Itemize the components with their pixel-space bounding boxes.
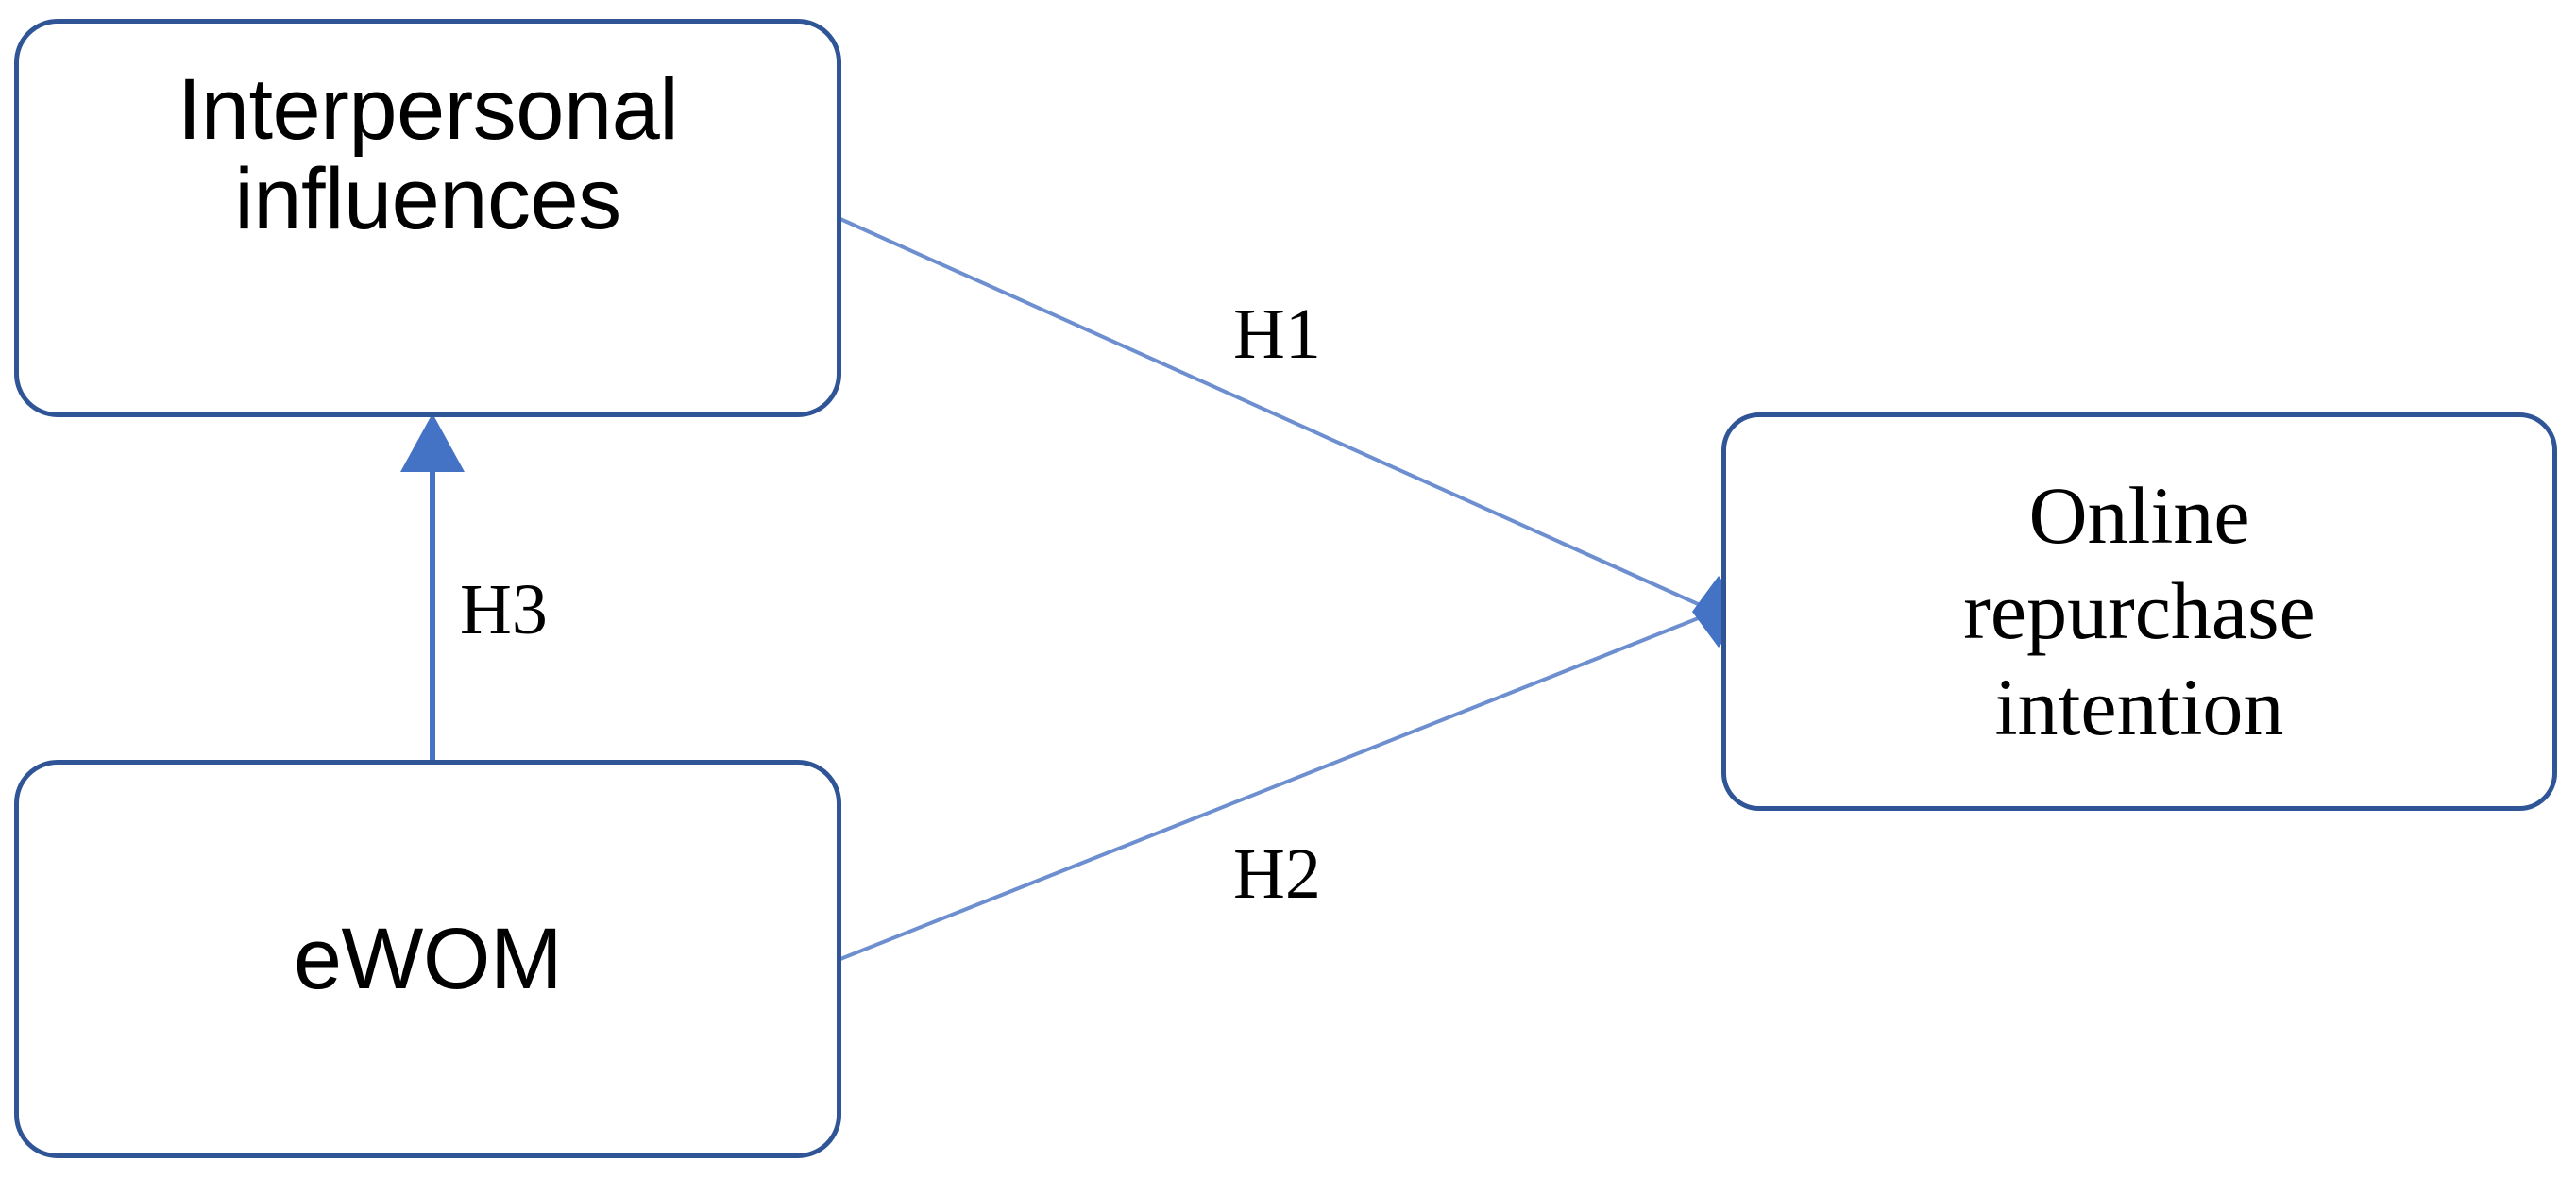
node-interpersonal-influences-label: Interpersonal influences bbox=[177, 61, 679, 247]
edge-h1-line bbox=[839, 217, 1716, 614]
triangle-arrowhead-icon bbox=[400, 413, 465, 472]
node-ewom-label: eWOM bbox=[293, 910, 563, 1007]
node-ewom[interactable]: eWOM bbox=[14, 760, 841, 1158]
node-online-repurchase-intention[interactable]: Online repurchase intention bbox=[1721, 412, 2557, 811]
edge-label-h3: H3 bbox=[460, 570, 548, 649]
node-interpersonal-influences[interactable]: Interpersonal influences bbox=[14, 19, 841, 417]
edge-label-h1: H1 bbox=[1233, 294, 1321, 374]
edge-label-h2: H2 bbox=[1233, 834, 1321, 914]
node-online-repurchase-intention-label: Online repurchase intention bbox=[1963, 469, 2315, 752]
